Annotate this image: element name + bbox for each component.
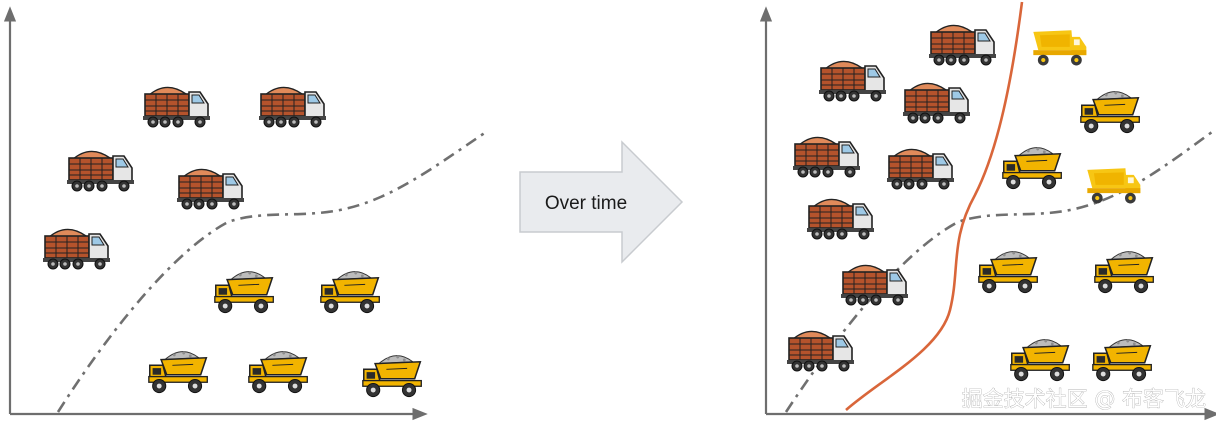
before-panel xyxy=(3,6,487,421)
ore-truck xyxy=(928,24,997,66)
ore-truck xyxy=(66,150,135,192)
dump-truck xyxy=(248,350,309,394)
dump-truck xyxy=(1010,338,1071,382)
ore-truck xyxy=(818,60,887,102)
decision-boundary-left xyxy=(56,130,487,413)
over-time-arrow: Over time xyxy=(519,140,684,264)
ore-truck xyxy=(840,264,909,306)
ore-truck xyxy=(792,136,861,178)
dump-truck xyxy=(320,270,381,314)
new-decision-boundary xyxy=(845,1,1024,411)
ore-truck xyxy=(142,86,211,128)
dump-truck xyxy=(214,270,275,314)
watermark: 掘金技术社区 @ 布客飞龙 xyxy=(962,387,1206,411)
ore-truck xyxy=(806,198,875,240)
empty-dump-truck xyxy=(1033,30,1087,66)
dump-truck xyxy=(1002,146,1063,190)
dump-truck xyxy=(1094,250,1155,294)
dump-truck xyxy=(1092,338,1153,382)
ore-truck xyxy=(176,168,245,210)
ore-truck xyxy=(258,86,327,128)
ore-truck xyxy=(42,228,111,270)
ore-truck xyxy=(886,148,955,190)
dump-truck xyxy=(362,354,423,398)
dump-truck xyxy=(1080,90,1141,134)
arrow-label: Over time xyxy=(545,193,627,214)
after-panel xyxy=(759,1,1216,421)
dump-truck xyxy=(148,350,209,394)
ore-truck xyxy=(786,330,855,372)
empty-dump-truck xyxy=(1087,168,1141,204)
dump-truck xyxy=(978,250,1039,294)
ore-truck xyxy=(902,82,971,124)
